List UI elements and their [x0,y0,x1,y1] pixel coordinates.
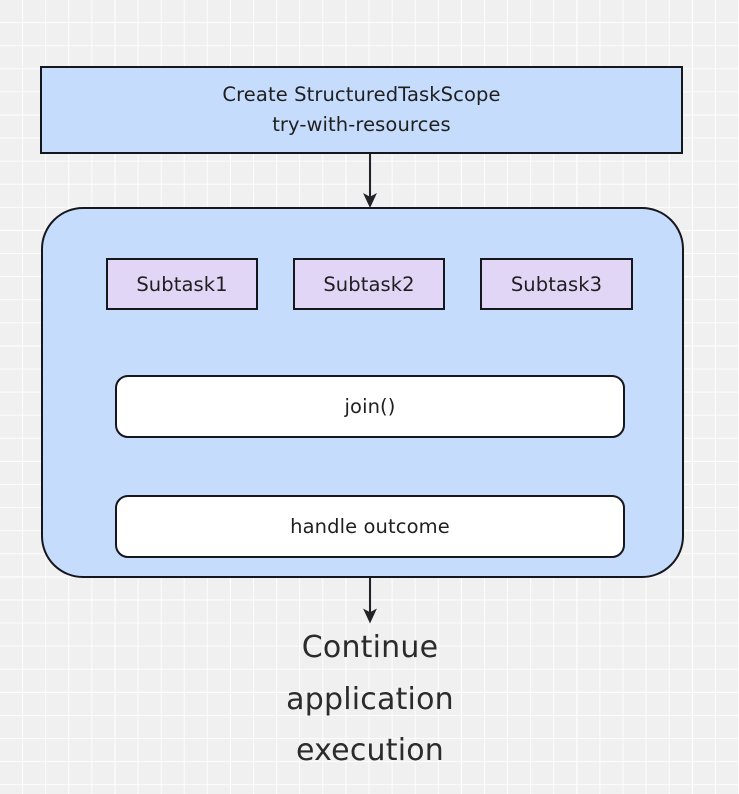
subtask-1-label: Subtask1 [136,272,228,296]
node-subtask-1[interactable]: Subtask1 [106,258,258,310]
continue-label-line1: Continue [301,630,439,665]
node-subtask-2[interactable]: Subtask2 [293,258,445,310]
continue-label-line3: execution [296,733,444,769]
continue-label-line2: application [286,681,454,717]
create-scope-label-group: Create StructuredTaskScope try-with-reso… [222,80,500,140]
join-label: join() [344,395,396,418]
subtask-3-label: Subtask3 [510,272,603,296]
node-continue-application-execution: Continue application execution [225,622,515,782]
node-subtask-3[interactable]: Subtask3 [480,258,633,310]
create-scope-label-line1: Create StructuredTaskScope [222,82,501,106]
subtask-2-label: Subtask2 [323,272,415,296]
continue-label-group: Continue application execution [286,622,454,777]
node-join[interactable]: join() [115,375,625,438]
node-create-structured-task-scope[interactable]: Create StructuredTaskScope try-with-reso… [40,66,683,154]
create-scope-label-line2: try-with-resources [272,113,451,136]
handle-outcome-label: handle outcome [290,515,450,538]
node-handle-outcome[interactable]: handle outcome [115,495,625,558]
